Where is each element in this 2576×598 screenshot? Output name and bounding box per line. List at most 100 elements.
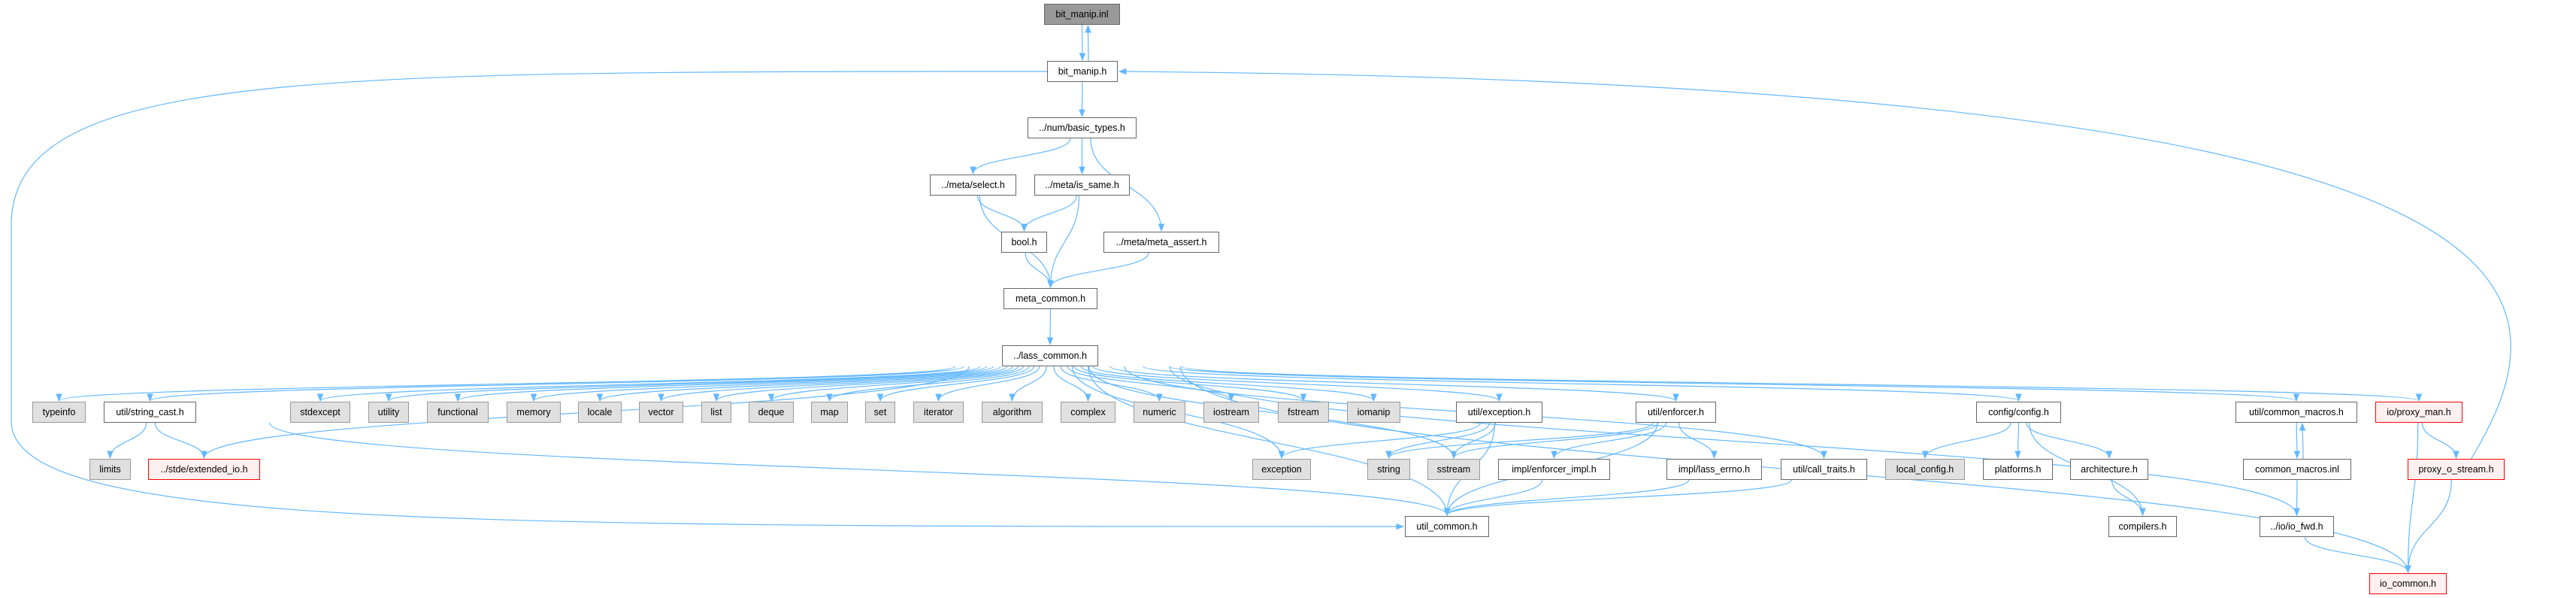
edge-lc-to-uc [1088, 366, 1451, 517]
edge-bmh-to-inl [1085, 24, 1091, 62]
edge-enf-to-sstream [1450, 422, 1659, 460]
node-util-call-traits-h[interactable]: util/call_traits.h [1781, 459, 1867, 480]
edge-ei-to-uc [1443, 479, 1543, 517]
node-exception[interactable]: exception [1252, 459, 1311, 480]
edge-lc-to-iomanip [1080, 366, 1377, 402]
edge-lc-to-vector [658, 366, 1013, 402]
edge-lc-to-fstream [1073, 366, 1307, 402]
node-proxy-o-stream-h[interactable]: proxy_o_stream.h [2408, 459, 2505, 480]
node-sstream[interactable]: sstream [1427, 459, 1480, 480]
edge-lc-to-set [876, 366, 1034, 402]
node-util-string-cast-h[interactable]: util/string_cast.h [104, 402, 196, 423]
edge-iss-to-mc [1047, 195, 1080, 289]
edge-config-to-arch [2026, 422, 2113, 460]
edge-lc-to-list [713, 366, 1019, 402]
node-algorithm[interactable]: algorithm [982, 402, 1043, 423]
edge-lc-to-sc [147, 366, 964, 402]
edge-lc-to-config [1143, 366, 2022, 402]
edge-enf-to-string [1385, 422, 1654, 460]
node-meta-meta-assert-h[interactable]: ../meta/meta_assert.h [1103, 232, 1219, 253]
node-iomanip[interactable]: iomanip [1347, 402, 1400, 423]
edge-msel-to-bool [976, 195, 1028, 232]
edge-pm-to-pos [2421, 422, 2459, 460]
edge-sc-to-uc [269, 422, 1451, 517]
edge-cmh-to-cmi [2293, 422, 2301, 460]
node-limits[interactable]: limits [89, 459, 131, 480]
edge-lc-to-utility [386, 366, 988, 402]
node-impl-lass-errno-h[interactable]: impl/lass_errno.h [1666, 459, 1762, 480]
node-typeinfo[interactable]: typeinfo [32, 402, 86, 423]
node-set[interactable]: set [865, 402, 895, 423]
edge-bt-to-msel [970, 138, 1071, 175]
node-fstream[interactable]: fstream [1278, 402, 1329, 423]
node-architecture-h[interactable]: architecture.h [2070, 459, 2148, 480]
node-io-common-h[interactable]: io_common.h [2369, 573, 2447, 594]
edge-ma-to-mc [1047, 252, 1149, 289]
edge-pos-to-ioc [2405, 479, 2452, 574]
edge-enf-to-ei [1551, 422, 1667, 460]
node-util-common-macros-h[interactable]: util/common_macros.h [2235, 402, 2357, 423]
node-numeric[interactable]: numeric [1134, 402, 1185, 423]
node-meta-select-h[interactable]: ../meta/select.h [930, 175, 1016, 196]
edge-sc-to-limits [107, 422, 147, 460]
node-impl-enforcer-impl-h[interactable]: impl/enforcer_impl.h [1498, 459, 1610, 480]
edge-lc-to-stdexcept [317, 366, 981, 402]
edge-config-to-plat [2014, 422, 2021, 460]
edge-lc-to-iostream [1067, 366, 1235, 402]
edge-arch-to-comp [2111, 479, 2146, 517]
node-bit-manip-h[interactable]: bit_manip.h [1047, 61, 1118, 82]
edge-iss-to-bool [1021, 195, 1077, 232]
node-stdexcept[interactable]: stdexcept [290, 402, 350, 423]
edge-lc-to-locale [596, 366, 1008, 402]
edge-exh-to-string [1385, 422, 1491, 460]
node-lass-common-h[interactable]: ../lass_common.h [1002, 345, 1098, 366]
node-complex[interactable]: complex [1061, 402, 1115, 423]
node-list[interactable]: list [701, 402, 731, 423]
edge-config-to-lcfg [1921, 422, 2011, 460]
edge-lc-to-memory [530, 366, 1001, 402]
edge-lc-to-iofwd [1169, 366, 2300, 517]
edge-lc-to-cmh [1169, 366, 2299, 402]
node-platforms-h[interactable]: platforms.h [1983, 459, 2053, 480]
node-stde-extended-io-h[interactable]: ../stde/extended_io.h [148, 459, 260, 480]
node-util-exception-h[interactable]: util/exception.h [1456, 402, 1542, 423]
edge-lc-to-map [826, 366, 1030, 402]
node-bit-manip-inl: bit_manip.inl [1044, 4, 1120, 25]
node-config-config-h[interactable]: config/config.h [1976, 402, 2061, 423]
node-io-proxy-man-h[interactable]: io/proxy_man.h [2375, 402, 2462, 423]
node-map[interactable]: map [811, 402, 848, 423]
node-memory[interactable]: memory [507, 402, 561, 423]
node-string[interactable]: string [1367, 459, 1410, 480]
node-utility[interactable]: utility [368, 402, 409, 423]
node-meta-is-same-h[interactable]: ../meta/is_same.h [1034, 175, 1130, 196]
node-util-enforcer-h[interactable]: util/enforcer.h [1636, 402, 1716, 423]
edge-lc-to-enf [1109, 366, 1679, 402]
node-util-common-h[interactable]: util_common.h [1405, 516, 1489, 537]
node-iterator[interactable]: iterator [913, 402, 964, 423]
node-io-io-fwd-h[interactable]: ../io/io_fwd.h [2260, 516, 2334, 537]
edge-lc-to-functional [454, 366, 994, 402]
edge-lc-to-complex [1053, 366, 1091, 402]
edge-lc-to-algorithm [1009, 366, 1047, 402]
node-vector[interactable]: vector [639, 402, 683, 423]
edge-lc-to-iterator [935, 366, 1040, 402]
edge-sc-to-eio [154, 422, 207, 460]
edge-bmh-to-uc [11, 71, 1405, 530]
node-meta-common-h[interactable]: meta_common.h [1003, 288, 1097, 309]
edge-le-to-uc [1443, 479, 1690, 517]
node-functional[interactable]: functional [427, 402, 489, 423]
node-local-config-h[interactable]: local_config.h [1885, 459, 1965, 480]
node-common-macros-inl[interactable]: common_macros.inl [2243, 459, 2351, 480]
node-num-basic-types-h[interactable]: ../num/basic_types.h [1028, 117, 1137, 138]
node-compilers-h[interactable]: compilers.h [2108, 516, 2177, 537]
node-deque[interactable]: deque [749, 402, 794, 423]
node-iostream[interactable]: iostream [1203, 402, 1259, 423]
edge-lc-to-typeinfo [56, 366, 956, 402]
node-bool-h[interactable]: bool.h [1001, 232, 1047, 253]
edge-iofwd-to-ioc [2304, 536, 2411, 574]
edge-ct-to-uc [1443, 479, 1792, 517]
edge-exh-to-exception [1278, 422, 1482, 460]
edge-lc-to-deque [767, 366, 1024, 402]
node-locale[interactable]: locale [578, 402, 622, 423]
